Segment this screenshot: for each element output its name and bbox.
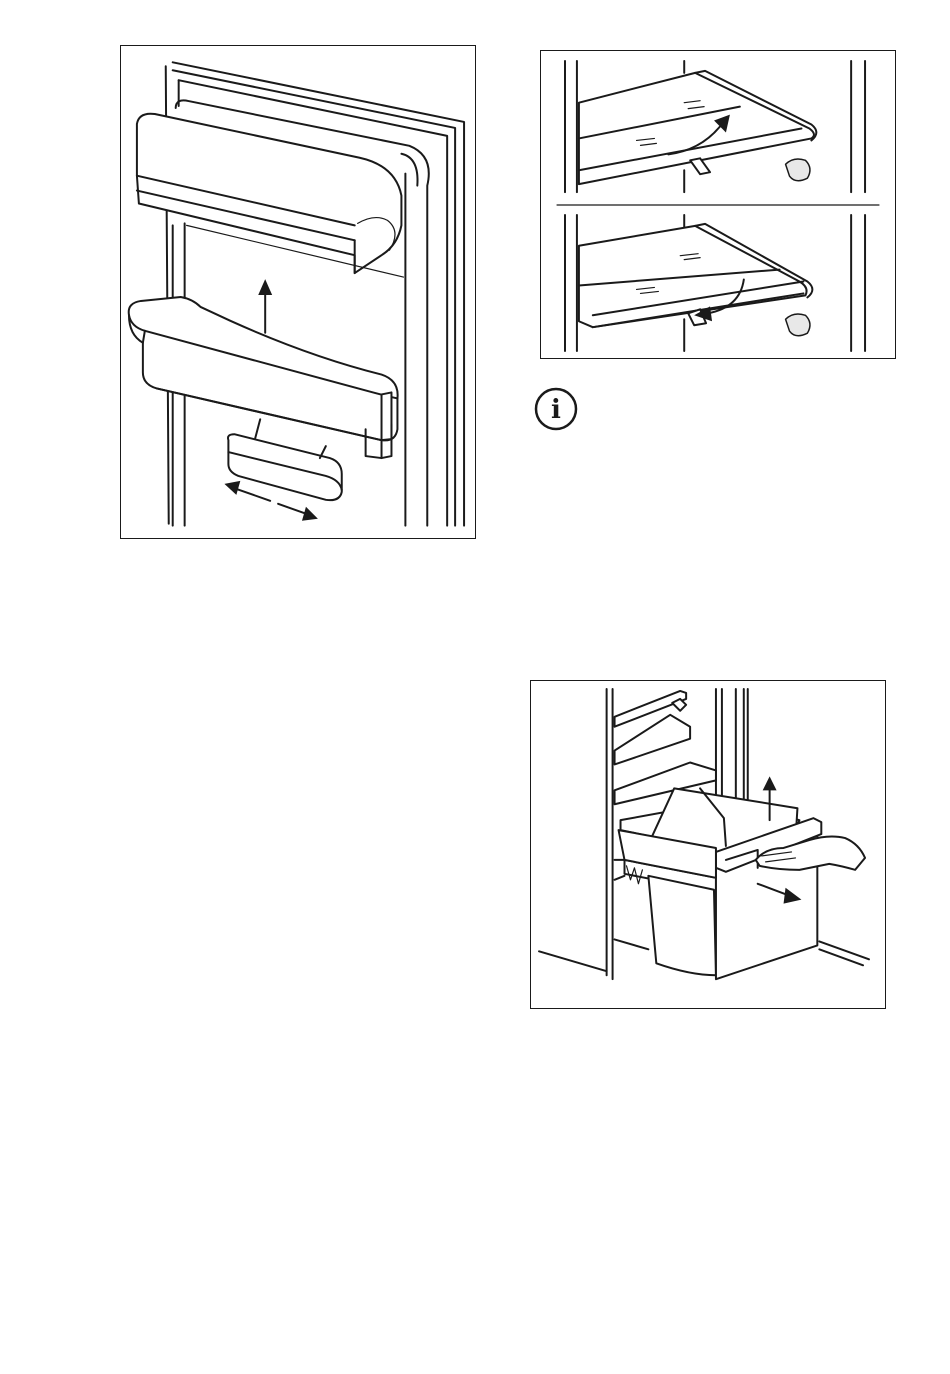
info-icon-glyph: i [551,395,561,425]
shelf-lower [579,224,812,327]
door-shelf-drawing [121,46,475,538]
shelf-tilt-illustration [540,50,896,359]
info-icon: i [533,386,579,432]
door-liner-curve [401,154,417,186]
shelf-upper [579,71,816,184]
arrow-up-icon [258,279,272,333]
freezer-drawer-illustration [530,680,886,1009]
freezer-drawer-drawing [531,681,885,1008]
shelf-clip-lower [786,314,810,336]
dairy-compartment [137,114,402,273]
upper-shelves [615,691,716,804]
shelf-clip-upper [786,159,810,181]
door-shelf-illustration [120,45,476,539]
shelf-tilt-drawing [541,51,895,358]
freezer-drawer [615,788,822,979]
bottle-holder [228,419,342,500]
